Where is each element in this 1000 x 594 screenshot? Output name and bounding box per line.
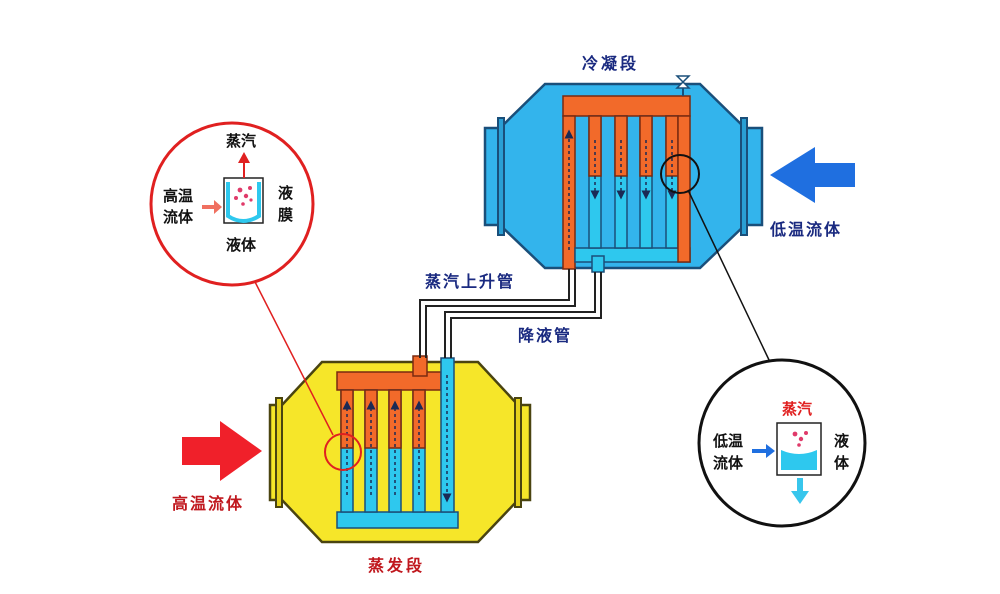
- condensing-vapor-icon: [792, 431, 808, 447]
- condenser-riser-pipe: [562, 115, 576, 270]
- evaporator-section-label: 蒸发段: [368, 556, 426, 575]
- cond-cold-fluid-label-1: 低温: [713, 432, 744, 450]
- condenser-vapor-header: [562, 95, 691, 117]
- evaporation-detail-callout: [149, 121, 334, 436]
- condenser-section-label: 冷凝段: [582, 54, 640, 73]
- evap-liquid-film-label-1: 液: [278, 184, 294, 202]
- low-temp-fluid-label: 低温流体: [770, 220, 843, 239]
- downcomer-line: [444, 272, 596, 358]
- condensation-leader-line: [687, 189, 771, 363]
- evaporation-leader-line: [252, 277, 334, 436]
- evap-hot-fluid-label-2: 流体: [163, 208, 194, 226]
- high-temp-fluid-arrow: [182, 421, 262, 481]
- cond-liquid-label-1: 液: [834, 432, 850, 450]
- hot-fluid-in-arrow: [202, 200, 222, 214]
- evap-vapor-label: 蒸汽: [226, 132, 257, 150]
- vapor-bubbles-icon: [234, 186, 253, 206]
- condenser-section: [483, 75, 764, 273]
- evap-liquid-label: 液体: [226, 236, 257, 254]
- high-temp-fluid-label: 高温流体: [172, 494, 245, 513]
- cond-liquid-label-2: 体: [834, 454, 850, 472]
- condenser-left-flange: [497, 117, 505, 236]
- evaporator-flow-arrows: [342, 375, 452, 503]
- evap-hot-fluid-label-1: 高温: [163, 187, 194, 205]
- vent-valve-icon: [675, 75, 691, 96]
- evaporator-riser-stub: [412, 355, 428, 377]
- condensation-detail-callout: [687, 189, 867, 528]
- evaporator-detail-ring: [324, 433, 362, 471]
- evaporator-liquid-header: [336, 511, 459, 529]
- condenser-tubes: [588, 115, 691, 263]
- condenser-right-flange: [740, 117, 748, 236]
- vapor-up-arrow: [238, 152, 250, 178]
- cond-vapor-label: 蒸汽: [782, 400, 813, 418]
- evaporator-left-flange: [275, 397, 283, 508]
- low-temp-fluid-arrow: [770, 147, 855, 203]
- vapor-riser-line: [419, 269, 570, 358]
- cond-cold-fluid-label-2: 流体: [713, 454, 744, 472]
- liquid-downcomer-label: 降液管: [518, 326, 573, 345]
- cold-fluid-in-arrow: [752, 444, 775, 458]
- condenser-detail-ring: [660, 154, 700, 194]
- vapor-riser-label: 蒸汽上升管: [425, 272, 516, 291]
- evap-liquid-film-label-2: 膜: [278, 206, 294, 224]
- condenser-flow-arrows: [564, 129, 677, 250]
- liquid-down-arrow: [791, 478, 809, 504]
- condenser-downcomer-stub: [591, 255, 605, 273]
- connecting-pipes: [419, 269, 602, 358]
- evaporator-section: [268, 355, 532, 544]
- evaporator-right-flange: [514, 397, 522, 508]
